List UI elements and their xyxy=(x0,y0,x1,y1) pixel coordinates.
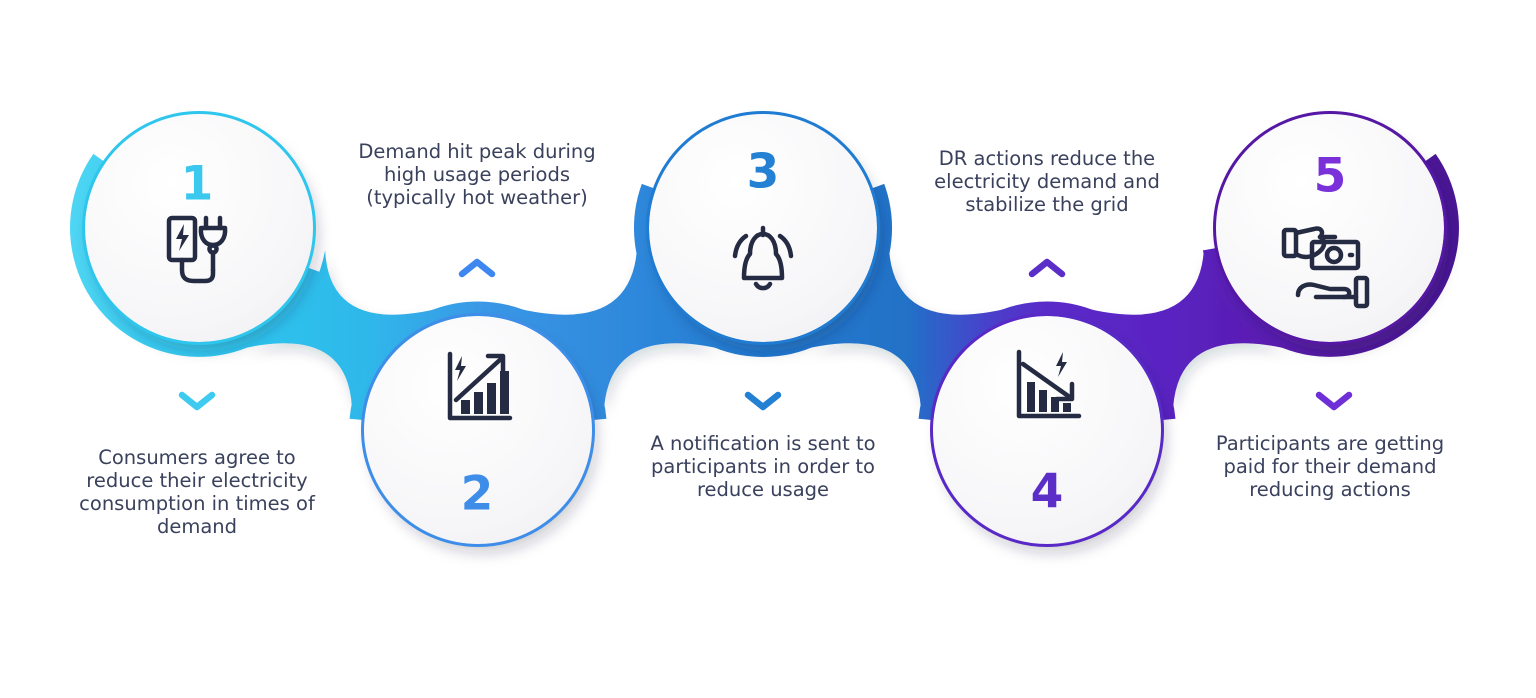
step-circle-5 xyxy=(1216,114,1444,342)
step-circle-2 xyxy=(364,316,592,544)
chevron-down-icon-5 xyxy=(1314,391,1354,413)
step-number-2: 2 xyxy=(460,466,494,522)
ring-crescent-1 xyxy=(70,153,321,357)
step-description-2: Demand hit peak during high usage period… xyxy=(358,140,596,209)
step-description-1: Consumers agree to reduce their electric… xyxy=(79,446,315,538)
electricity-demand-falling-chart-icon xyxy=(1016,349,1082,419)
step-number-1: 1 xyxy=(180,156,214,212)
ring-crescent-4 xyxy=(918,301,1176,421)
step-number-3: 3 xyxy=(746,144,780,200)
notification-bell-icon xyxy=(732,225,794,291)
step-circle-outline-3 xyxy=(646,111,880,345)
ribbon-connector-3 xyxy=(785,250,1025,408)
step-circle-outline-1 xyxy=(82,111,316,345)
ribbon-connector-2 xyxy=(500,250,741,408)
step-circle-outline-2 xyxy=(361,313,595,547)
step-description-4: DR actions reduce the electricity demand… xyxy=(934,147,1160,216)
chevron-up-icon-4 xyxy=(1027,256,1067,278)
ring-crescent-5 xyxy=(1202,153,1459,357)
ribbon-connector-4 xyxy=(1069,250,1308,408)
chevron-up-icon-2 xyxy=(457,256,497,278)
step-circle-outline-5 xyxy=(1213,111,1447,345)
chevron-down-icon-1 xyxy=(177,391,217,413)
step-number-5: 5 xyxy=(1313,148,1347,204)
ring-crescent-2 xyxy=(349,301,607,421)
hand-receiving-payment-icon xyxy=(1281,226,1370,309)
electric-plug-charging-icon xyxy=(166,215,228,284)
step-description-5: Participants are getting paid for their … xyxy=(1215,432,1445,501)
step-description-3: A notification is sent to participants i… xyxy=(650,432,876,501)
step-number-4: 4 xyxy=(1030,464,1064,520)
step-circle-4 xyxy=(933,316,1161,544)
ring-crescent-3 xyxy=(634,183,892,357)
electricity-demand-rising-chart-icon xyxy=(447,351,513,421)
ribbon-connector-1 xyxy=(221,250,456,408)
chevron-down-icon-3 xyxy=(743,391,783,413)
step-circle-outline-4 xyxy=(930,313,1164,547)
